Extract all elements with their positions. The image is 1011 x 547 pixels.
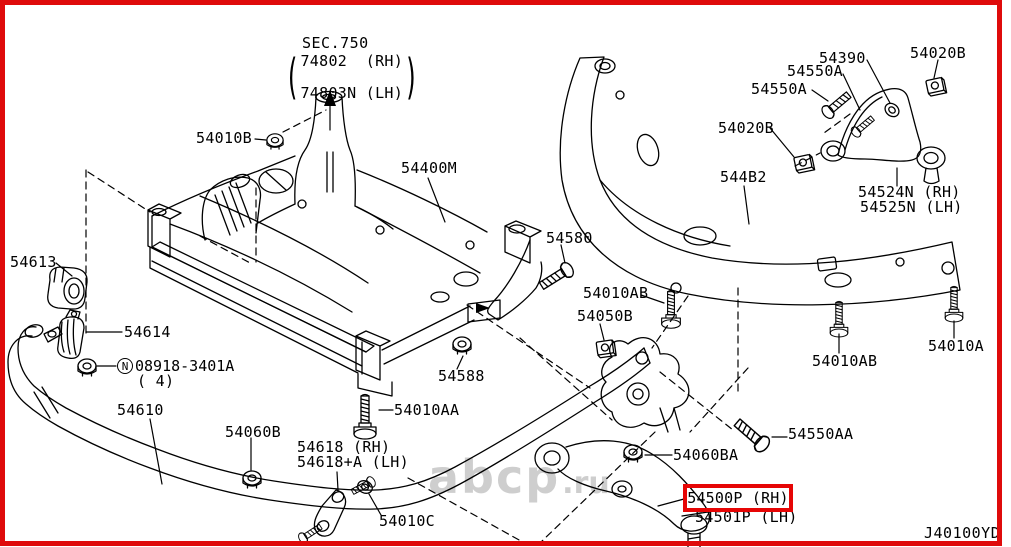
knuckle-and-lower-arm-54500p: [534, 337, 711, 547]
upper-control-arm-54524n: [820, 87, 946, 185]
bushing-54613: [47, 266, 88, 310]
label-54390: 54390: [819, 49, 866, 67]
nut-reference-code: 08918-3401A: [135, 357, 235, 375]
stabilizer-bar-54610: [7, 324, 651, 510]
label-54588: 54588: [438, 367, 485, 385]
label-54020b-right: 54020B: [910, 44, 966, 62]
section-ref-parts: 74802 (RH) 74803N (LH): [300, 53, 403, 101]
label-54610: 54610: [117, 401, 164, 419]
label-54550a-upper: 54550A: [787, 62, 843, 80]
bolt-link-lower: [296, 521, 325, 546]
label-544b2: 544B2: [720, 168, 767, 186]
label-54550aa: 54550AA: [788, 425, 854, 443]
section-ref-title: SEC.750: [302, 34, 369, 52]
label-54614: 54614: [124, 323, 171, 341]
label-54618-rh: 54618 (RH): [297, 438, 391, 456]
label-54010ab-right: 54010AB: [812, 352, 878, 370]
bolt-54580: [536, 259, 577, 294]
washer-54390: [881, 99, 903, 121]
label-54010c: 54010C: [379, 512, 435, 530]
label-54010ab-center: 54010AB: [583, 284, 649, 302]
bolt-link-upper: [349, 474, 378, 498]
bolt-54010ab-center: [661, 289, 681, 329]
section-ref-lh: 74803N (LH): [300, 84, 404, 102]
link-54618: [313, 489, 347, 537]
label-54050b: 54050B: [577, 307, 633, 325]
label-54060ba: 54060BA: [673, 446, 739, 464]
nut-54588: [452, 336, 472, 355]
label-54524n: 54524N (RH): [858, 183, 961, 201]
paren-close: ): [404, 49, 419, 105]
nut-54010b: [266, 133, 284, 150]
nut-reference-qty: ( 4): [137, 372, 175, 390]
label-54010aa: 54010AA: [394, 401, 460, 419]
label-54010a: 54010A: [928, 337, 984, 355]
leader-lines: [55, 59, 955, 516]
label-54060b: 54060B: [225, 423, 281, 441]
nut-54060b: [242, 470, 262, 489]
nut-08918: [77, 358, 97, 377]
section-reference-note: SEC.750 ( 74802 (RH) 74803N (LH) ): [284, 34, 420, 105]
label-54010b: 54010B: [196, 129, 252, 147]
watermark-text: abcp: [428, 450, 561, 504]
crossmember-544b2: [559, 56, 961, 306]
label-54500p-rh: 54500P (RH): [687, 489, 789, 507]
label-54618-lh: 54618+A (LH): [297, 453, 409, 471]
subframe-54400m: [147, 90, 543, 397]
label-54550a-lower: 54550A: [751, 80, 807, 98]
bolt-54010aa: [353, 393, 377, 440]
bolt-54010ab-right: [829, 300, 849, 338]
dashed-construction-lines: [85, 109, 851, 546]
paren-open: (: [285, 49, 300, 105]
label-54020b-left: 54020B: [718, 119, 774, 137]
drawing-code: J40100YD: [924, 524, 1001, 542]
label-54501p-lh: 54501P (LH): [695, 508, 798, 526]
bracket-54614: [43, 309, 85, 360]
label-54525n: 54525N (LH): [860, 198, 963, 216]
nut-54020b-right: [925, 76, 948, 98]
label-54400m: 54400M: [401, 159, 457, 177]
circled-n-icon: N: [117, 358, 133, 374]
label-54613: 54613: [10, 253, 57, 271]
section-ref-rh: 74802 (RH): [300, 52, 404, 70]
highlight-box[interactable]: 54500P (RH): [683, 484, 793, 512]
label-54580: 54580: [546, 229, 593, 247]
nut-reference-note: N 08918-3401A: [117, 357, 234, 375]
